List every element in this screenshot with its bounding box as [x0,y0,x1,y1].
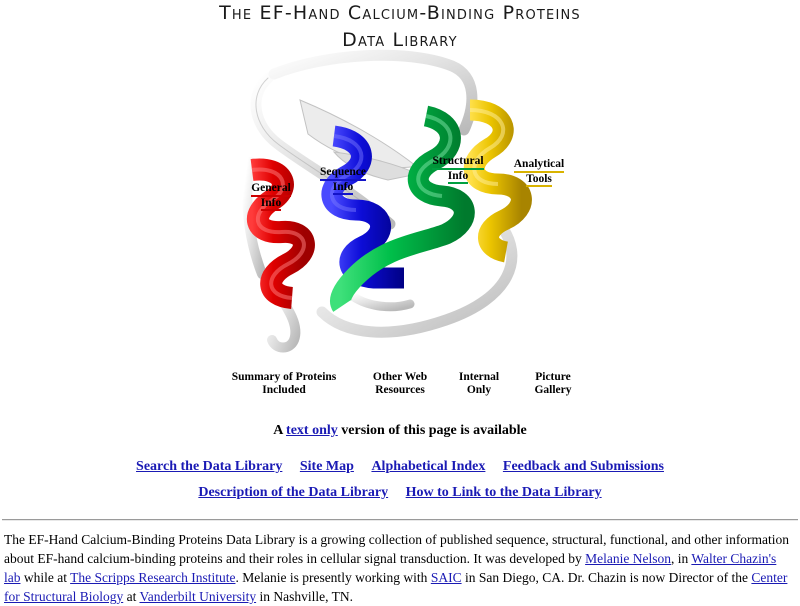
blurb-link-saic[interactable]: SAIC [430,570,462,585]
hotspot-internal-line1: Internal [458,371,500,383]
nav-link-feedback-and-submissions[interactable]: Feedback and Submissions [502,459,664,474]
hotspot-sequence-info-line1: Sequence [320,166,366,181]
helix-green [330,105,475,312]
map-hotspot-sequence-info[interactable]: Sequence Info [310,166,376,195]
hotspot-general-info-line1: General [251,182,291,197]
banner-title-line-1: The EF-Hand Calcium-Binding Proteins [219,2,581,24]
hotspot-general-info-line2: Info [260,197,282,211]
blurb-segment-7: in Nashville, TN. [256,589,353,604]
protein-ribbon-diagram [238,48,578,368]
hotspot-summary-line1: Summary of Proteins [231,371,337,383]
nav-link-how-to-link-to-data-library[interactable]: How to Link to the Data Library [405,485,602,500]
hotspot-other-web-line2: Resources [375,383,425,396]
blurb-segment-1: The EF-Hand Calcium-Binding Proteins Dat… [4,532,790,566]
map-hotspot-picture-gallery[interactable]: Picture Gallery [516,371,590,396]
blurb-segment-6: at [123,589,140,604]
hotspot-picture-line2: Gallery [534,383,572,396]
text-only-notice: A text only version of this page is avai… [0,422,800,440]
blurb-link-melanie-nelson[interactable]: Melanie Nelson [585,551,671,566]
text-only-suffix: version of this page is available [337,423,527,438]
hotspot-analytical-tools-line2: Tools [526,173,552,187]
text-only-prefix: A [273,423,287,438]
hotspot-structural-info-line1: Structural [432,155,484,170]
nav-link-search-data-library[interactable]: Search the Data Library [136,459,283,474]
hotspot-structural-info-line2: Info [447,170,469,184]
hotspot-analytical-tools-line1: Analytical [513,158,565,173]
nav-link-description-of-data-library[interactable]: Description of the Data Library [198,485,389,500]
map-hotspot-bottom-row: Summary of Proteins Included Other Web R… [0,371,800,401]
nav-row-primary: Search the Data Library Site Map Alphabe… [0,457,800,476]
helix-red [247,158,315,309]
banner-title-line-2: Data Library [342,29,458,51]
nav-row-secondary: Description of the Data Library How to L… [0,483,800,502]
masthead-image-map: The EF-Hand Calcium-Binding Proteins Dat… [0,0,800,401]
hotspot-internal-line2: Only [466,383,492,396]
hotspot-summary-line2: Included [262,383,306,396]
map-hotspot-summary-of-proteins[interactable]: Summary of Proteins Included [214,371,354,396]
blurb-segment-4: . Melanie is presently working with [235,570,431,585]
blurb-segment-3: while at [20,570,71,585]
nav-link-site-map[interactable]: Site Map [299,459,354,474]
blurb-link-walter-chazins-lab[interactable]: Walter Chazin's lab [4,551,777,585]
hotspot-sequence-info-line2: Info [332,181,354,195]
map-hotspot-structural-info[interactable]: Structural Info [422,155,494,184]
text-only-link[interactable]: text only [286,423,338,438]
horizontal-divider [2,519,798,521]
blurb-link-scripps-research-institute[interactable]: The Scripps Research Institute [70,570,236,585]
hotspot-other-web-line1: Other Web [372,371,428,383]
blurb-segment-2: , in [670,551,692,566]
site-description-paragraph: The EF-Hand Calcium-Binding Proteins Dat… [4,530,796,606]
hotspot-picture-line1: Picture [535,371,571,383]
helix-blue [321,125,404,289]
map-hotspot-other-web-resources[interactable]: Other Web Resources [356,371,444,396]
nav-link-alphabetical-index[interactable]: Alphabetical Index [371,459,486,474]
helix-gold [463,99,532,263]
blurb-link-vanderbilt-university[interactable]: Vanderbilt University [139,589,257,604]
banner-title: The EF-Hand Calcium-Binding Proteins Dat… [0,0,800,54]
map-hotspot-general-info[interactable]: General Info [240,182,302,211]
map-hotspot-internal-only[interactable]: Internal Only [446,371,512,396]
blurb-segment-5: in San Diego, CA. Dr. Chazin is now Dire… [461,570,752,585]
map-hotspot-analytical-tools[interactable]: Analytical Tools [505,158,573,187]
